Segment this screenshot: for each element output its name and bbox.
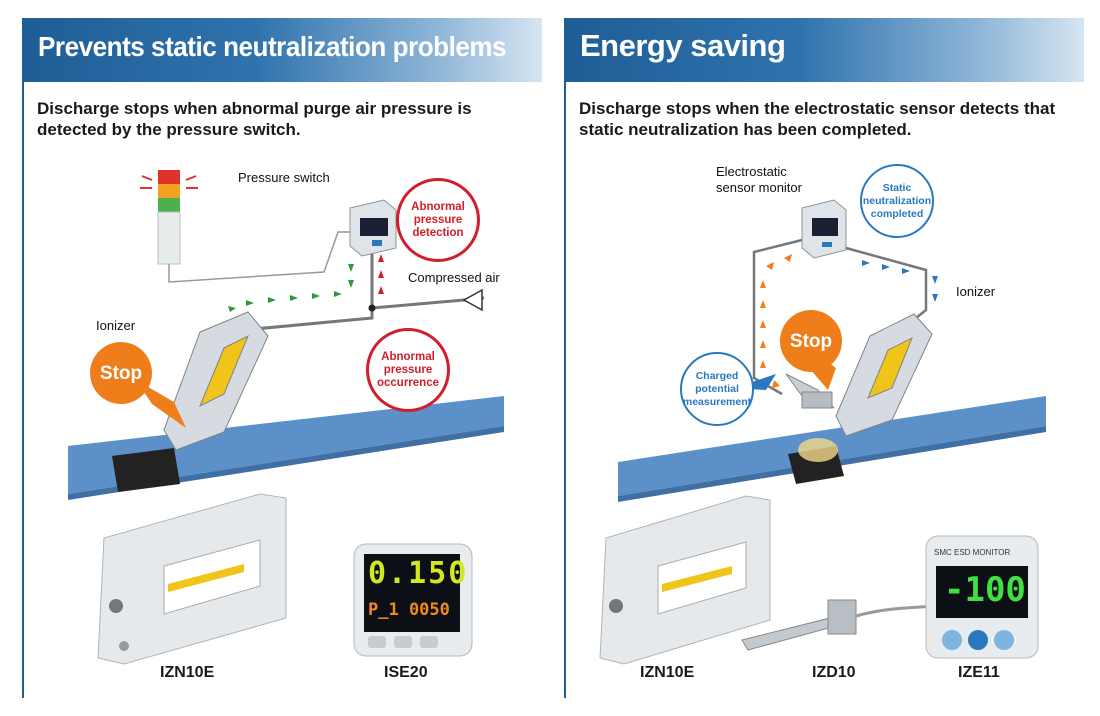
stop-badge: Stop bbox=[90, 342, 152, 404]
right-title: Energy saving bbox=[580, 28, 786, 63]
compressed-air-label: Compressed air bbox=[408, 270, 500, 285]
ise20-product-image bbox=[353, 543, 473, 657]
ize11-header: SMC ESD MONITOR bbox=[934, 548, 1011, 557]
ionizer-icon bbox=[163, 311, 269, 451]
left-products bbox=[97, 493, 473, 665]
ise20-display-main: 0.150 bbox=[368, 556, 469, 591]
stop-badge: Stop bbox=[780, 310, 842, 372]
blue-flow-arrows bbox=[862, 260, 938, 302]
pressure-switch-label: Pressure switch bbox=[238, 170, 330, 185]
ionizer-label: Ionizer bbox=[956, 284, 996, 299]
green-flow-arrows bbox=[228, 264, 354, 312]
left-panel: Prevents static neutralization problems … bbox=[22, 18, 542, 698]
pressure-switch-icon bbox=[349, 199, 397, 257]
izd10-product-image bbox=[741, 599, 937, 651]
izn10e-product-image bbox=[97, 493, 287, 665]
product-label-izn10e-right: IZN10E bbox=[640, 664, 695, 681]
ise20-display-sub: P_1 0050 bbox=[368, 600, 450, 620]
stop-pointer bbox=[136, 380, 186, 428]
air-source-icon bbox=[462, 288, 483, 312]
product-label-izd10: IZD10 bbox=[812, 664, 856, 681]
right-description: Discharge stops when the electrostatic s… bbox=[579, 99, 1056, 139]
right-panel: Energy saving Discharge stops when the e… bbox=[564, 18, 1084, 698]
product-label-izn10e-left: IZN10E bbox=[160, 664, 215, 681]
right-banner: Energy saving bbox=[566, 18, 1084, 82]
neutralization-completed-bubble: Static neutralization completed bbox=[860, 164, 934, 238]
sensor-monitor-label: Electrostatic sensor monitor bbox=[716, 164, 802, 195]
ionizer-label: Ionizer bbox=[96, 318, 136, 333]
sensor-head-icon bbox=[785, 373, 835, 409]
sensor-monitor-icon bbox=[801, 199, 847, 259]
orange-flow-arrows bbox=[760, 254, 792, 388]
left-diagram bbox=[68, 170, 504, 500]
izn10e-product-image bbox=[599, 495, 771, 665]
ionizer-icon bbox=[835, 313, 933, 437]
product-label-ise20: ISE20 bbox=[384, 664, 428, 681]
abnormal-occurrence-bubble: Abnormal pressure occurrence bbox=[366, 328, 450, 412]
right-diagram bbox=[618, 199, 1046, 502]
left-description: Discharge stops when abnormal purge air … bbox=[37, 99, 472, 139]
charged-potential-bubble: Charged potential measurement bbox=[680, 352, 754, 426]
ize11-display-main: -100 bbox=[944, 570, 1026, 610]
product-label-ize11: IZE11 bbox=[958, 664, 1000, 681]
workpiece bbox=[112, 448, 180, 492]
left-banner: Prevents static neutralization problems bbox=[24, 18, 542, 82]
ize11-product-image bbox=[925, 535, 1039, 659]
right-products bbox=[599, 495, 1039, 665]
signal-tower-icon bbox=[140, 170, 198, 265]
abnormal-detection-bubble: Abnormal pressure detection bbox=[396, 178, 480, 262]
left-title: Prevents static neutralization problems bbox=[38, 31, 507, 62]
red-flow-arrows bbox=[378, 254, 384, 294]
